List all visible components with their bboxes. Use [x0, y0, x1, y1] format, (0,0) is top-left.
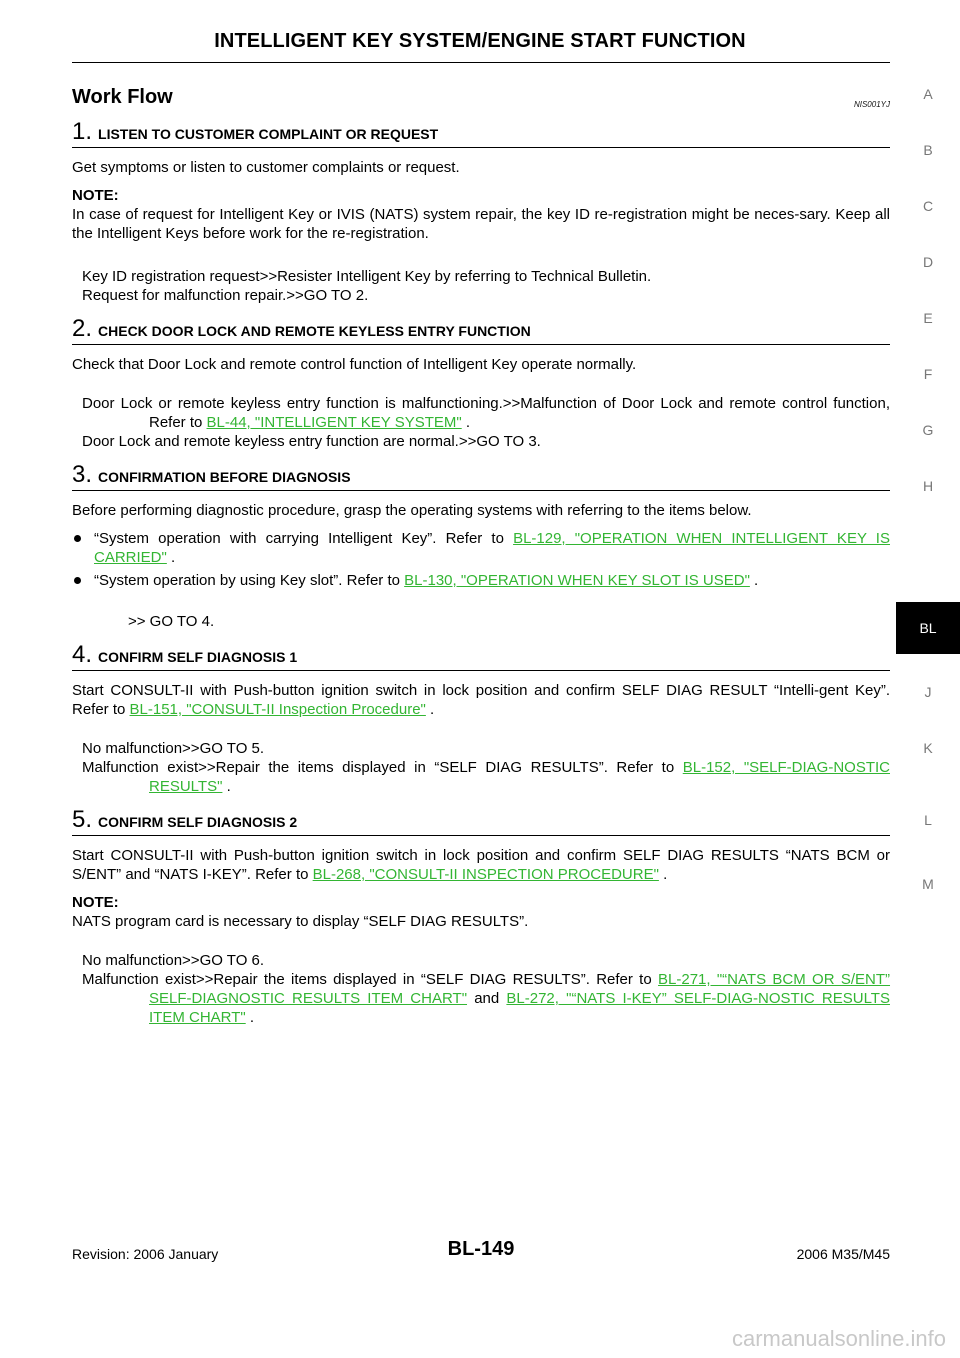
step-3-number: 3.: [72, 461, 93, 488]
step-3-goto: >> GO TO 4.: [128, 613, 215, 630]
link-bl-44[interactable]: BL-44, "INTELLIGENT KEY SYSTEM": [206, 414, 462, 431]
step-5-result-2-end: .: [245, 1009, 255, 1026]
step-3-bullet-1-text: “System operation with carrying Intellig…: [94, 530, 514, 547]
step-4-text-body: Start CONSULT-II with Push-button igniti…: [72, 682, 890, 718]
step-2-result-1: Door Lock or remote keyless entry functi…: [82, 394, 890, 432]
index-tab-k[interactable]: K: [923, 740, 933, 756]
step-1-result-1: Key ID registration request>>Resister In…: [82, 268, 652, 285]
step-3-bullet-2: “System operation by using Key slot”. Re…: [72, 571, 890, 590]
step-2-title: CHECK DOOR LOCK AND REMOTE KEYLESS ENTRY…: [98, 323, 531, 339]
index-tab-e[interactable]: E: [923, 310, 933, 326]
step-4-title: CONFIRM SELF DIAGNOSIS 1: [98, 649, 298, 665]
step-5-heading: 5. CONFIRM SELF DIAGNOSIS 2: [72, 806, 890, 836]
link-bl-151[interactable]: BL-151, "CONSULT-II Inspection Procedure…: [129, 701, 426, 718]
document-id: NIS001YJ: [853, 100, 890, 109]
step-4-results: No malfunction>>GO TO 5. Malfunction exi…: [82, 739, 890, 796]
footer-revision: Revision: 2006 January: [72, 1246, 219, 1262]
step-5-results: No malfunction>>GO TO 6. Malfunction exi…: [82, 951, 890, 1027]
step-1-note-label: NOTE:: [72, 187, 119, 204]
link-bl-272[interactable]: BL-272, "“NATS I-KEY” SELF-DIAG-NOSTIC R…: [149, 990, 890, 1026]
step-3-bullet-1-end: .: [166, 549, 176, 566]
index-tab-j[interactable]: J: [924, 684, 932, 700]
index-tab-a[interactable]: A: [923, 86, 933, 102]
step-2-result-1-end: .: [461, 414, 471, 431]
step-4-text-end: .: [425, 701, 435, 718]
step-3-bullets: “System operation with carrying Intellig…: [72, 529, 890, 590]
step-2-result-1-text: Door Lock or remote keyless entry functi…: [82, 395, 890, 431]
step-4-result-2: Malfunction exist>>Repair the items disp…: [82, 758, 890, 796]
section-title: Work Flow: [72, 86, 173, 108]
step-4-heading: 4. CONFIRM SELF DIAGNOSIS 1: [72, 641, 890, 671]
step-5-result-2: Malfunction exist>>Repair the items disp…: [82, 970, 890, 1027]
step-2-text: Check that Door Lock and remote control …: [72, 356, 637, 373]
step-3-text: Before performing diagnostic procedure, …: [72, 502, 752, 519]
step-3-bullet-2-text: “System operation by using Key slot”. Re…: [94, 572, 405, 589]
footer-page-number: BL-149: [447, 1238, 515, 1260]
step-2-results: Door Lock or remote keyless entry functi…: [82, 394, 890, 451]
link-bl-130[interactable]: BL-130, "OPERATION WHEN KEY SLOT IS USED…: [404, 572, 750, 589]
step-4-result-1: No malfunction>>GO TO 5.: [82, 740, 265, 757]
index-tab-bl-active[interactable]: BL: [896, 602, 960, 654]
index-tab-l[interactable]: L: [924, 812, 932, 828]
header-rule: [72, 62, 890, 63]
step-4-number: 4.: [72, 641, 93, 668]
site-watermark: carmanualsonline.info: [731, 1326, 946, 1351]
work-flow-content: 1. LISTEN TO CUSTOMER COMPLAINT OR REQUE…: [72, 114, 890, 1041]
index-tab-f[interactable]: F: [923, 366, 933, 382]
step-1-heading: 1. LISTEN TO CUSTOMER COMPLAINT OR REQUE…: [72, 118, 890, 148]
step-3-heading: 3. CONFIRMATION BEFORE DIAGNOSIS: [72, 461, 890, 491]
link-bl-129[interactable]: BL-129, "OPERATION WHEN INTELLIGENT KEY …: [94, 530, 890, 566]
link-bl-268[interactable]: BL-268, "CONSULT-II INSPECTION PROCEDURE…: [312, 866, 659, 883]
step-1-text: Get symptoms or listen to customer compl…: [72, 159, 460, 176]
step-5-number: 5.: [72, 806, 93, 833]
step-5-result-1: No malfunction>>GO TO 6.: [82, 952, 265, 969]
step-4-result-2-text: Malfunction exist>>Repair the items disp…: [82, 759, 683, 776]
step-5-note-text: NATS program card is necessary to displa…: [72, 913, 529, 930]
step-4-result-2-end: .: [222, 778, 231, 795]
index-tab-d[interactable]: D: [922, 254, 934, 270]
step-1-result-2: Request for malfunction repair.>>GO TO 2…: [82, 287, 369, 304]
step-3-title: CONFIRMATION BEFORE DIAGNOSIS: [98, 469, 351, 485]
step-5-result-2-and: and: [467, 990, 507, 1007]
page-header-title: INTELLIGENT KEY SYSTEM/ENGINE START FUNC…: [214, 30, 746, 52]
step-5-note-label: NOTE:: [72, 894, 119, 911]
step-1-number: 1.: [72, 118, 93, 145]
index-tab-b[interactable]: B: [923, 142, 933, 158]
index-tab-c[interactable]: C: [922, 198, 934, 214]
step-2-number: 2.: [72, 315, 93, 342]
link-bl-152[interactable]: BL-152, "SELF-DIAG-NOSTIC RESULTS": [149, 759, 890, 795]
link-bl-271[interactable]: BL-271, "“NATS BCM OR S/ENT” SELF-DIAGNO…: [149, 971, 891, 1007]
step-1-note-text: In case of request for Intelligent Key o…: [72, 206, 890, 242]
step-3-bullet-2-end: .: [749, 572, 759, 589]
index-tab-g[interactable]: G: [922, 422, 934, 438]
step-5-text: Start CONSULT-II with Push-button igniti…: [72, 846, 890, 884]
footer-model: 2006 M35/M45: [796, 1246, 890, 1262]
step-1-title: LISTEN TO CUSTOMER COMPLAINT OR REQUEST: [98, 126, 439, 142]
step-5-result-2-text: Malfunction exist>>Repair the items disp…: [82, 971, 659, 988]
index-tab-h[interactable]: H: [922, 478, 934, 494]
index-tab-m[interactable]: M: [922, 876, 934, 892]
step-3-bullet-1: “System operation with carrying Intellig…: [72, 529, 890, 567]
step-5-text-body: Start CONSULT-II with Push-button igniti…: [72, 847, 890, 883]
step-2-heading: 2. CHECK DOOR LOCK AND REMOTE KEYLESS EN…: [72, 315, 890, 345]
step-5-text-end: .: [658, 866, 668, 883]
step-1-results: Key ID registration request>>Resister In…: [82, 267, 890, 305]
step-2-result-2: Door Lock and remote keyless entry funct…: [82, 433, 541, 450]
step-4-text: Start CONSULT-II with Push-button igniti…: [72, 681, 890, 719]
step-5-title: CONFIRM SELF DIAGNOSIS 2: [98, 814, 298, 830]
